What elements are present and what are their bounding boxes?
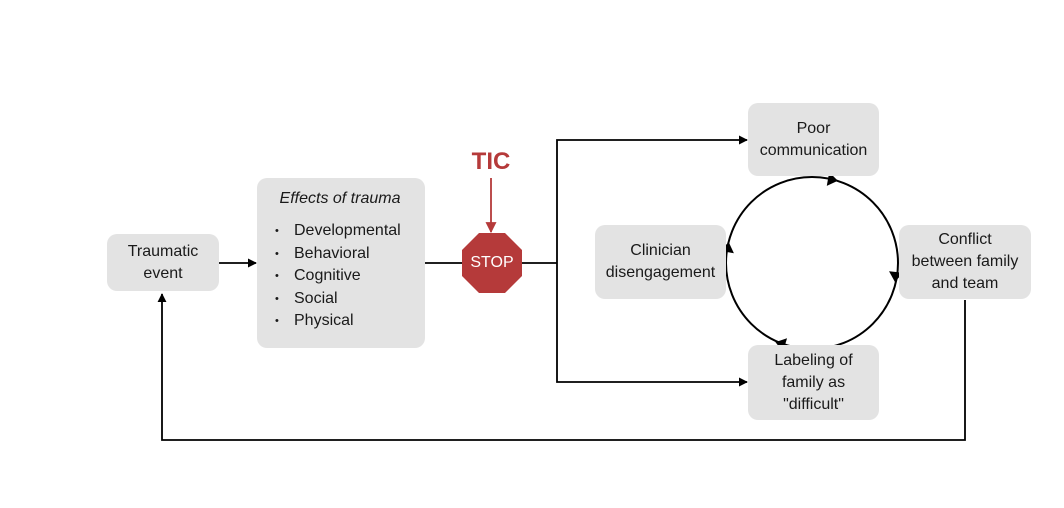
stop-sign [462,233,522,293]
cycle-circle [725,176,899,350]
conflict-box: Conflict between family and team [899,225,1031,299]
poor-communication-line-2: communication [759,141,868,159]
poor-communication-line-1: Poor [796,119,831,137]
effects-item-social: Social [275,288,401,311]
labeling-line-1: Labeling of [774,351,853,369]
clinician-disengagement-line-2: disengagement [605,264,716,281]
effects-item-developmental: Developmental [275,220,401,243]
clinician-disengagement-box: Clinician disengagement [595,225,726,299]
labeling-line-3: "difficult" [783,395,844,413]
effects-item-behavioral: Behavioral [275,243,401,266]
stop-label: STOP [470,254,514,271]
traumatic-event-line-1: Traumatic [127,242,199,260]
conflict-line-1: Conflict [938,231,992,248]
labeling-box: Labeling of family as "difficult" [748,345,879,420]
effects-of-trauma-box: Effects of trauma Developmental Behavior… [257,178,425,348]
arrow-branch-to-poor-communication [556,135,748,263]
effects-of-trauma-title: Effects of trauma [279,190,401,207]
arrow-feedback-to-traumatic-event [157,293,966,441]
tic-label: TIC [471,148,511,175]
conflict-line-2: between family [911,253,1019,270]
effects-item-physical: Physical [275,310,401,333]
traumatic-event-box: Traumatic event [107,234,219,291]
poor-communication-box: Poor communication [748,103,879,176]
conflict-line-3: and team [931,275,999,292]
arrow-branch-to-labeling [556,263,748,387]
effects-list: Developmental Behavioral Cognitive Socia… [275,220,401,333]
clinician-disengagement-line-1: Clinician [630,242,691,259]
labeling-line-2: family as [781,373,846,391]
traumatic-event-line-2: event [143,264,183,282]
effects-item-cognitive: Cognitive [275,265,401,288]
